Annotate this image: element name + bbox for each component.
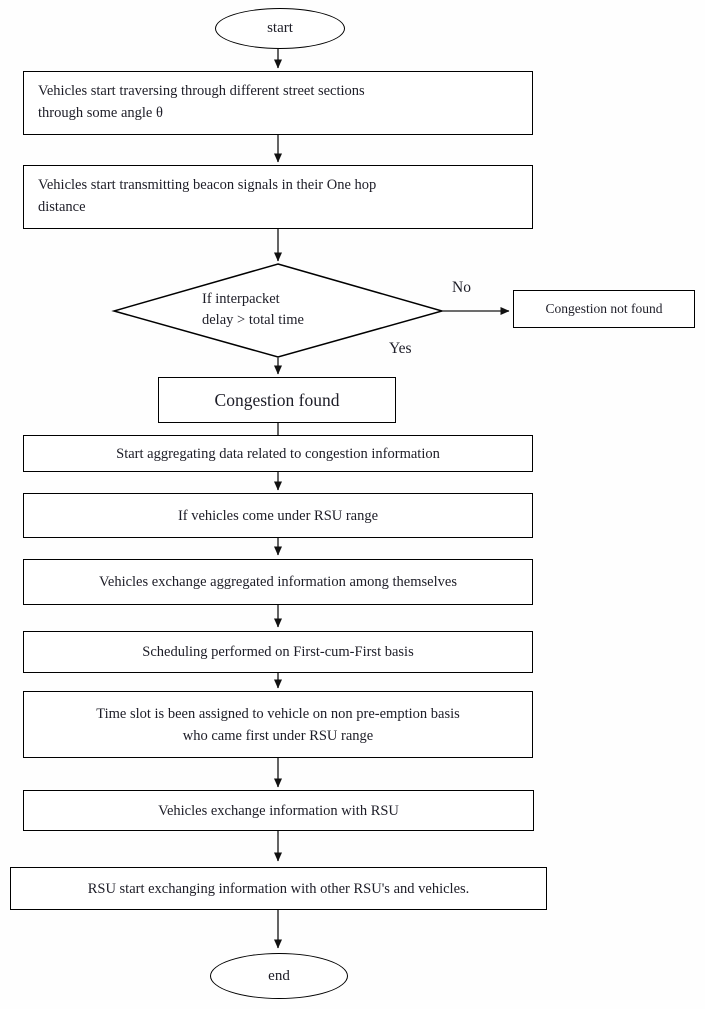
decision-text-line1: If interpacket (202, 291, 280, 307)
process-congestion-not-found: Congestion not found (513, 290, 695, 328)
process-exchange-among: Vehicles exchange aggregated information… (23, 559, 533, 605)
start-node: start (215, 8, 345, 49)
decision-text: If interpacket delay > total time (202, 289, 372, 331)
start-label: start (267, 20, 293, 36)
branch-label-no: No (452, 279, 471, 296)
end-label: end (268, 967, 290, 984)
process-traverse: Vehicles start traversing through differ… (23, 71, 533, 135)
process-beacon: Vehicles start transmitting beacon signa… (23, 165, 533, 229)
process-timeslot-line2: who came first under RSU range (182, 727, 374, 744)
process-rsu-range: If vehicles come under RSU range (23, 493, 533, 538)
process-timeslot-line1: Time slot is been assigned to vehicle on… (96, 705, 460, 722)
process-beacon-line2: distance (38, 199, 86, 215)
process-scheduling: Scheduling performed on First-cum-First … (23, 631, 533, 673)
process-rsu-exchange: RSU start exchanging information with ot… (10, 867, 547, 910)
process-traverse-line1: Vehicles start traversing through differ… (38, 83, 365, 99)
process-exchange-rsu: Vehicles exchange information with RSU (23, 790, 534, 831)
process-aggregate: Start aggregating data related to conges… (23, 435, 533, 472)
process-traverse-line2: through some angle θ (38, 105, 163, 121)
decision-text-line2: delay > total time (202, 312, 304, 328)
process-congestion-found: Congestion found (158, 377, 396, 423)
branch-label-yes: Yes (389, 340, 412, 357)
end-node: end (210, 953, 348, 999)
process-timeslot: Time slot is been assigned to vehicle on… (23, 691, 533, 758)
process-beacon-line1: Vehicles start transmitting beacon signa… (38, 177, 377, 193)
